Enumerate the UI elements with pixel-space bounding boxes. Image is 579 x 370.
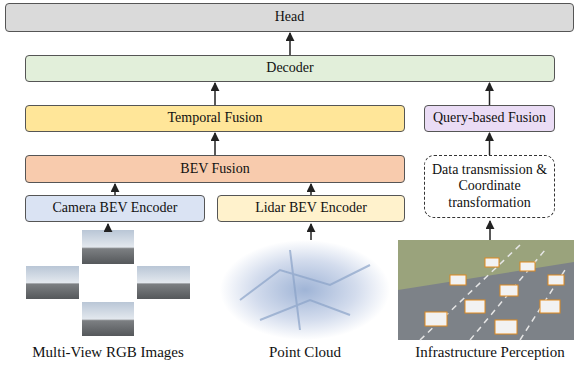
encoder-box: Lidar BEV Encoder [217,195,405,222]
point-cloud [220,240,390,340]
head-box: Head [5,3,574,32]
road-photo [398,240,574,290]
road-photo [398,240,574,340]
node-text: BEV Fusion [176,159,253,179]
flow-arrow [214,133,216,155]
input-arrow [310,224,312,240]
camera-image [82,302,134,336]
fusion-box: Temporal Fusion [25,105,405,132]
point-cloud [240,250,370,330]
node-text: Data transmission & Coordinate transform… [425,160,554,212]
camera-image [26,266,79,299]
road-photo [420,245,565,340]
flow-arrow [489,83,491,105]
process-box: Data transmission & Coordinate transform… [424,155,555,218]
input-caption: Multi-View RGB Images [32,344,184,361]
camera-image [137,266,190,299]
detected-cars [425,258,564,334]
fusion-box: BEV Fusion [25,155,405,183]
node-text: Decoder [262,58,317,78]
flow-arrow [310,184,312,195]
node-text: Lidar BEV Encoder [251,198,371,218]
flow-arrow [214,83,216,105]
decoder-box: Decoder [25,55,555,82]
node-text: Head [271,7,309,27]
flow-arrow [289,33,291,55]
input-caption: Point Cloud [269,344,341,361]
camera-image [82,230,134,264]
input-arrow [489,221,491,240]
fusion-box: Query-based Fusion [424,105,555,132]
node-text: Temporal Fusion [163,108,266,128]
node-text: Query-based Fusion [429,108,550,128]
flow-arrow [114,184,116,195]
node-text: Camera BEV Encoder [49,198,182,218]
flow-arrow [489,133,491,155]
input-caption: Infrastructure Perception [415,344,565,361]
input-arrow [107,224,109,230]
encoder-box: Camera BEV Encoder [25,195,205,222]
